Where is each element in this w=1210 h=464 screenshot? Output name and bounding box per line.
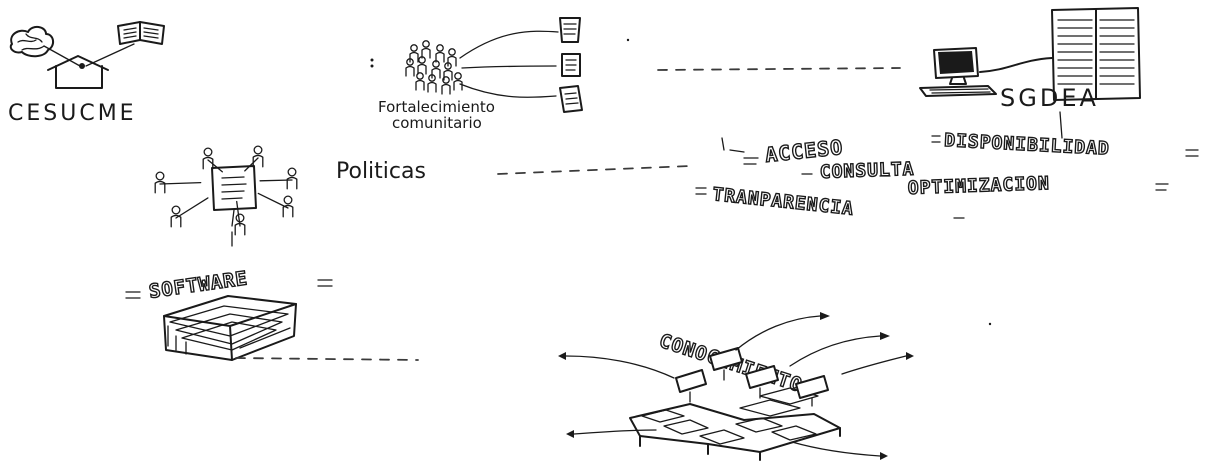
server-rack-icon	[1051, 7, 1141, 101]
conocimiento-cluster: CONOCIMIENTO	[558, 312, 914, 461]
fortalecimiento-label-line1: Fortalecimiento	[378, 98, 495, 116]
sgdea-label: SGDEA	[1000, 84, 1099, 112]
brain-icon	[9, 26, 54, 58]
knowledge-blocks-icon	[629, 387, 841, 461]
network-link	[244, 157, 259, 172]
person-icon	[421, 40, 431, 59]
arrow-icon	[735, 312, 830, 351]
arrow-icon	[558, 352, 675, 379]
person-icon	[170, 205, 182, 228]
person-icon	[282, 195, 294, 218]
community-people-icon	[405, 40, 463, 95]
community-cluster: Fortalecimiento comunitario	[378, 17, 583, 132]
network-link	[175, 197, 209, 219]
politicas-cluster: Politicas	[154, 145, 691, 247]
house-icon	[47, 55, 109, 89]
arrow-icon	[566, 429, 657, 438]
person-icon	[405, 58, 415, 77]
document-icon	[561, 53, 581, 77]
person-icon	[443, 62, 453, 81]
software-box-icon	[163, 295, 297, 361]
document-icon	[559, 85, 583, 113]
sgdea-cluster: SGDEA	[919, 7, 1141, 139]
attributes-cluster: ACCESO DISPONIBILIDAD CONSULTA OPTIMIZAC…	[695, 129, 1199, 221]
consulta-label: CONSULTA	[819, 159, 914, 183]
person-icon	[427, 74, 437, 93]
person-icon	[252, 145, 264, 168]
person-icon	[441, 76, 451, 95]
network-link	[159, 181, 202, 185]
computer-icon	[919, 47, 997, 97]
person-icon	[447, 48, 457, 67]
person-icon	[431, 60, 441, 79]
optimizacion-label: OPTIMIZACION	[907, 173, 1050, 199]
person-icon	[409, 44, 419, 63]
open-book-icon	[117, 21, 165, 45]
document-icon	[559, 17, 581, 43]
person-icon	[202, 147, 214, 170]
person-icon	[453, 72, 463, 91]
network-link	[207, 159, 223, 173]
person-icon	[415, 72, 425, 91]
arrow-icon	[841, 352, 914, 375]
ces-label: CESUCME	[8, 101, 137, 126]
person-icon	[286, 167, 298, 190]
disponibilidad-label: DISPONIBILIDAD	[944, 130, 1111, 160]
arrow-icon	[789, 332, 890, 367]
fortalecimiento-label-line2: comunitario	[392, 114, 482, 132]
ces-cluster: CESUCME	[8, 21, 165, 126]
arrow-icon	[791, 441, 888, 460]
politicas-label: Politicas	[336, 159, 426, 184]
transparencia-label: TRANPARENCIA	[711, 184, 854, 220]
person-icon	[435, 44, 445, 63]
person-icon	[154, 171, 166, 194]
person-icon-network	[154, 145, 298, 236]
network-link	[257, 192, 289, 209]
software-cluster: SOFTWARE	[125, 267, 419, 361]
person-icon	[234, 213, 246, 236]
person-icon	[417, 56, 427, 75]
document-icon	[211, 165, 257, 211]
knowledge-blocks-icon	[675, 347, 829, 407]
